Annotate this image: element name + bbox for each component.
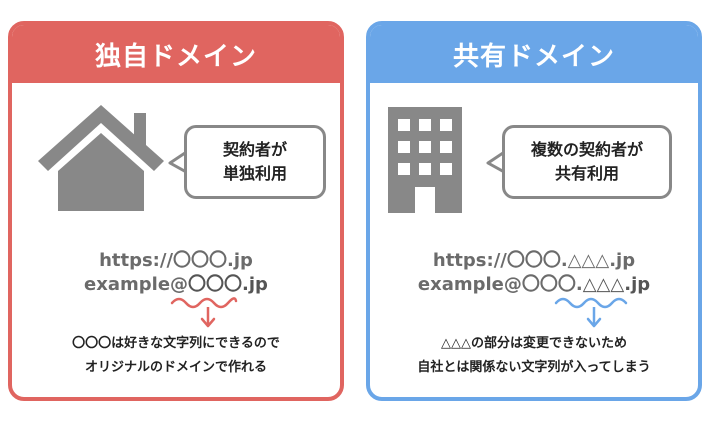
building-icon — [388, 107, 462, 213]
note-line-1: 〇〇〇は好きな文字列にできるので — [72, 336, 280, 351]
bubble-line-2: 共有利用 — [554, 164, 619, 183]
shared-domain-panel: 共有ドメイン 複数の契約者が 共有利用 https://〇〇〇.△△△.jp e… — [366, 21, 702, 401]
bubble-line-2: 単独利用 — [222, 164, 287, 183]
domain-url: https://〇〇〇.jp — [99, 250, 253, 271]
usage-speech-bubble: 契約者が 単独利用 — [184, 125, 326, 199]
note-line-2: 自社とは関係ない文字列が入ってしまう — [417, 360, 651, 375]
blue-wavy-underline-arrow — [554, 297, 628, 328]
shared-domain-title: 共有ドメイン — [370, 25, 698, 83]
email-shared-part: △△△.jp — [582, 274, 651, 295]
bubble-line-1: 複数の契約者が — [530, 140, 643, 159]
note-line-2: オリジナルのドメインで作れる — [84, 360, 267, 375]
email-address: example@〇〇〇.△△△.jp — [370, 270, 698, 296]
usage-speech-bubble: 複数の契約者が 共有利用 — [502, 125, 672, 199]
note-line-1: △△△の部分は変更できないため — [441, 336, 627, 351]
red-wavy-underline-arrow — [170, 297, 238, 328]
house-icon — [38, 105, 164, 211]
email-custom-part: 〇〇〇.jp — [188, 274, 268, 295]
email-prefix: example@ — [84, 274, 189, 295]
bubble-line-1: 契約者が — [222, 140, 287, 159]
domain-url: https://〇〇〇.△△△.jp — [432, 250, 636, 271]
dedicated-domain-title: 独自ドメイン — [12, 25, 340, 83]
email-address: example@〇〇〇.jp — [12, 270, 340, 296]
email-prefix: example@〇〇〇. — [417, 274, 583, 295]
dedicated-domain-panel: 独自ドメイン 契約者が 単独利用 https://〇〇〇.jp example@… — [8, 21, 344, 401]
